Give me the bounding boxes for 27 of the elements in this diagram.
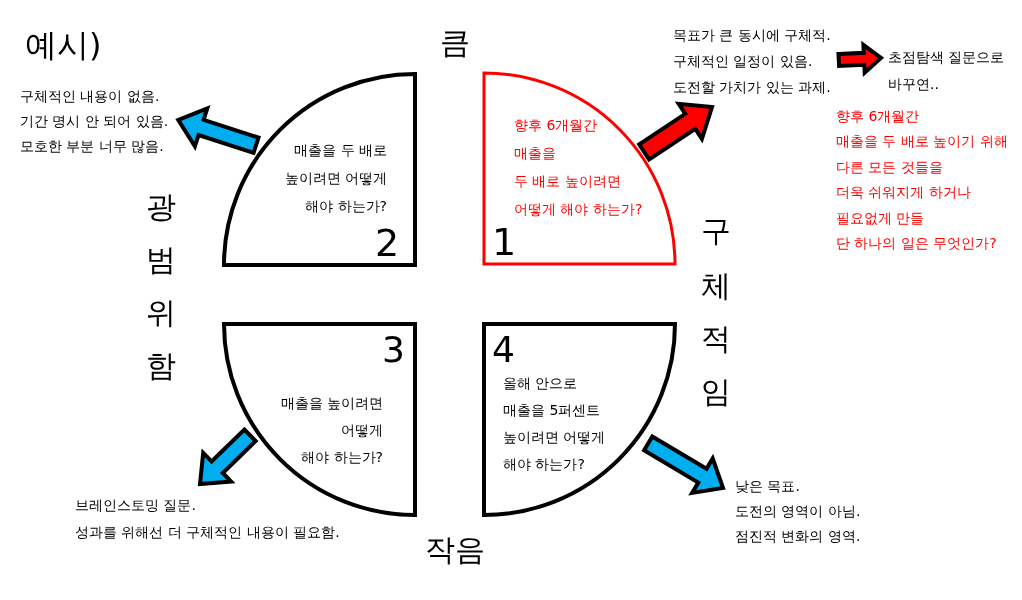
quadrant-number: 4 [492,330,515,370]
arrow [636,101,715,163]
quadrant-number: 2 [375,222,400,264]
question-text: 올해 안으로 매출을 5퍼센트 높이려면 어떻게 해야 하는가? [503,374,606,474]
note-text: 구체적인 내용이 없음. 기간 명시 안 되어 있음. 모호한 부분 너무 많음. [20,84,169,159]
quarter-circle-panel [482,322,677,517]
question-text: 향후 6개월간 매출을 두 배로 높이기 위해 다른 모든 것들을 더욱 쉬워지게 하거나 필요없게 만들 단 하나의 일은 무엇인가? [836,107,1008,254]
arrow [836,40,885,78]
arrow [197,426,259,487]
quadrant-number: 3 [382,330,405,370]
arrow [641,433,726,496]
axis-label: 광범위함 [145,172,178,384]
axis-label: 작음 [425,533,485,566]
question-text: 매출을 두 배로 높이려면 어떻게 해야 하는가? [284,141,387,216]
question-text: 향후 6개월간 매출을 두 배로 높이려면 어떻게 해야 하는가? [514,116,643,219]
note-text: 목표가 큰 동시에 구체적. 구체적인 일정이 있음. 도전할 가치가 있는 과제. [673,22,831,100]
quarter-circle-panel [222,322,417,517]
axis-label: 구체적임 [700,198,733,410]
axis-label: 큼 [440,26,470,59]
quadrant-number: 1 [492,221,517,263]
arrow [175,104,261,156]
question-text: 매출을 높이려면 어떻게 해야 하는가? [280,394,383,467]
quarter-circle-panel [222,72,417,267]
note-text: 브레인스토밍 질문. 성과를 위해선 더 구체적인 내용이 필요함. [75,492,340,546]
note-text: 낮은 목표. 도전의 영역이 아님. 점진적 변화의 영역. [735,474,861,549]
title: 예시) [25,28,102,64]
note-text: 초점탐색 질문으로 바꾸연.. [888,44,1005,98]
